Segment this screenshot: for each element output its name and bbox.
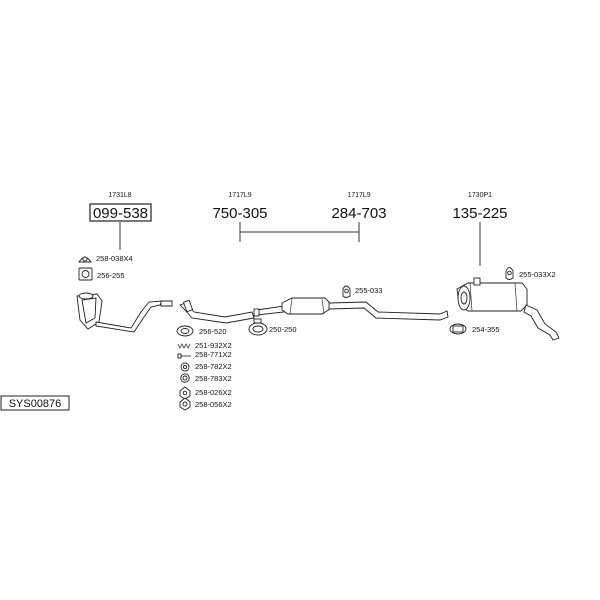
fitting-label-f5: 258-771X2 xyxy=(195,350,232,359)
fitting-label-f4: 251-932X2 xyxy=(195,341,232,350)
rear-link-pipe[interactable] xyxy=(328,301,449,321)
middle-silencer[interactable] xyxy=(281,297,331,315)
ref-label-2: 1717L9 xyxy=(228,192,251,199)
spring-washer-icon[interactable] xyxy=(180,373,190,383)
rear-clamp-icon[interactable] xyxy=(449,323,467,335)
fitting-label-f11: 255-033 xyxy=(355,286,383,295)
fitting-label-f6: 258-782X2 xyxy=(195,362,232,371)
tailpipe[interactable] xyxy=(523,304,560,341)
part-number-3[interactable]: 284-703 xyxy=(331,205,386,222)
flange-gasket-icon[interactable] xyxy=(176,325,194,337)
ref-label-1: 1731L8 xyxy=(108,192,131,199)
part-number-1[interactable]: 099-538 xyxy=(93,205,148,222)
bolt-icon[interactable] xyxy=(177,353,191,359)
fitting-label-f1: 258-038X4 xyxy=(96,254,133,263)
catalytic-converter[interactable] xyxy=(76,292,103,330)
spring-icon[interactable] xyxy=(177,343,191,349)
rubber-mount-icon[interactable] xyxy=(78,256,92,263)
clamp-icon[interactable] xyxy=(248,318,268,336)
hanger-rubber-icon[interactable] xyxy=(342,285,351,298)
hex-nut-icon[interactable] xyxy=(179,397,191,411)
fitting-label-f12: 255-033X2 xyxy=(519,270,556,279)
bracket-line xyxy=(239,222,360,242)
part-number-2[interactable]: 750-305 xyxy=(212,205,267,222)
fitting-label-f7: 258-783X2 xyxy=(195,374,232,383)
fitting-label-f13: 254-355 xyxy=(472,325,500,334)
washer-icon[interactable] xyxy=(180,362,190,372)
fitting-label-f8: 258-026X2 xyxy=(195,388,232,397)
connecting-pipe[interactable] xyxy=(253,305,285,317)
part-number-box[interactable] xyxy=(89,203,152,222)
rear-hanger-rubber-icon[interactable] xyxy=(505,267,514,280)
gasket-icon[interactable] xyxy=(78,267,93,281)
nut-icon[interactable] xyxy=(179,386,191,400)
fitting-label-f10: 250-250 xyxy=(269,325,297,334)
fitting-label-f2: 256-255 xyxy=(97,271,125,280)
system-code: SYS00876 xyxy=(9,398,62,410)
system-code-box xyxy=(0,395,70,411)
intermediate-pipe[interactable] xyxy=(179,299,255,324)
rear-silencer[interactable] xyxy=(456,277,528,312)
fitting-label-f3: 256-520 xyxy=(199,327,227,336)
ref-label-4: 1730P1 xyxy=(468,192,492,199)
ref-label-3: 1717L9 xyxy=(347,192,370,199)
part-number-4[interactable]: 135-225 xyxy=(452,205,507,222)
fitting-label-f9: 258-056X2 xyxy=(195,400,232,409)
front-pipe[interactable] xyxy=(95,300,173,333)
